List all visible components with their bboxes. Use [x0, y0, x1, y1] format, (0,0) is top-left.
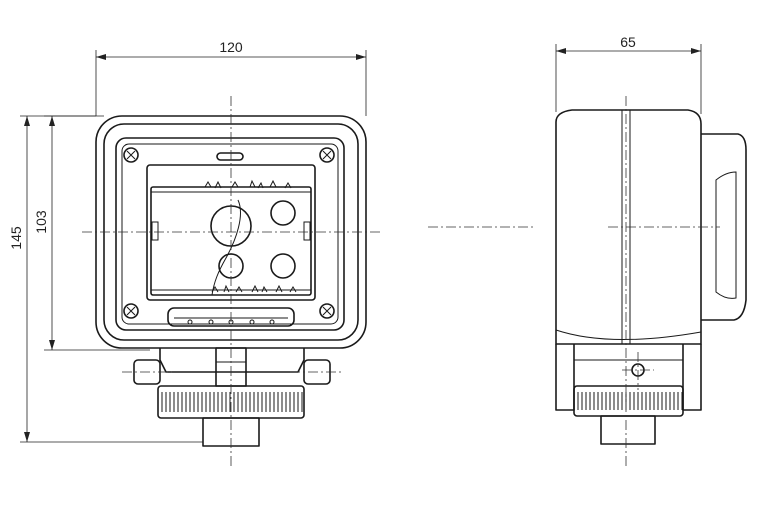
top-tie-marks [204, 179, 292, 189]
side-dimensions: 65 [555, 34, 702, 114]
top-hinge-slot [216, 152, 244, 161]
side-pipe-stub [600, 415, 656, 445]
dim-side-depth: 65 [620, 34, 636, 50]
dim-front-width: 120 [219, 39, 243, 55]
side-body [555, 109, 702, 345]
knurl-lines-side [577, 392, 683, 410]
knurl-lines-front [161, 392, 303, 412]
side-left-leg [555, 344, 575, 411]
bottom-tie-marks [211, 284, 297, 293]
side-right-leg [682, 344, 702, 411]
knockout-holes [210, 200, 296, 279]
rear-clip-inner [715, 171, 737, 299]
dim-front-height-overall: 145 [8, 226, 24, 250]
front-dimensions: 120 145 103 [8, 39, 367, 443]
side-view [428, 96, 747, 466]
gland-shoulder [159, 348, 305, 373]
rear-clip [701, 133, 747, 321]
corner-screws [123, 147, 335, 319]
front-frame-inner [121, 143, 339, 325]
dim-front-height-body: 103 [33, 210, 49, 234]
front-frame [115, 137, 345, 331]
cable-line [211, 199, 241, 296]
side-body-curve [555, 329, 702, 341]
right-clip [303, 221, 311, 241]
left-clip [151, 221, 159, 241]
front-view [82, 96, 380, 466]
